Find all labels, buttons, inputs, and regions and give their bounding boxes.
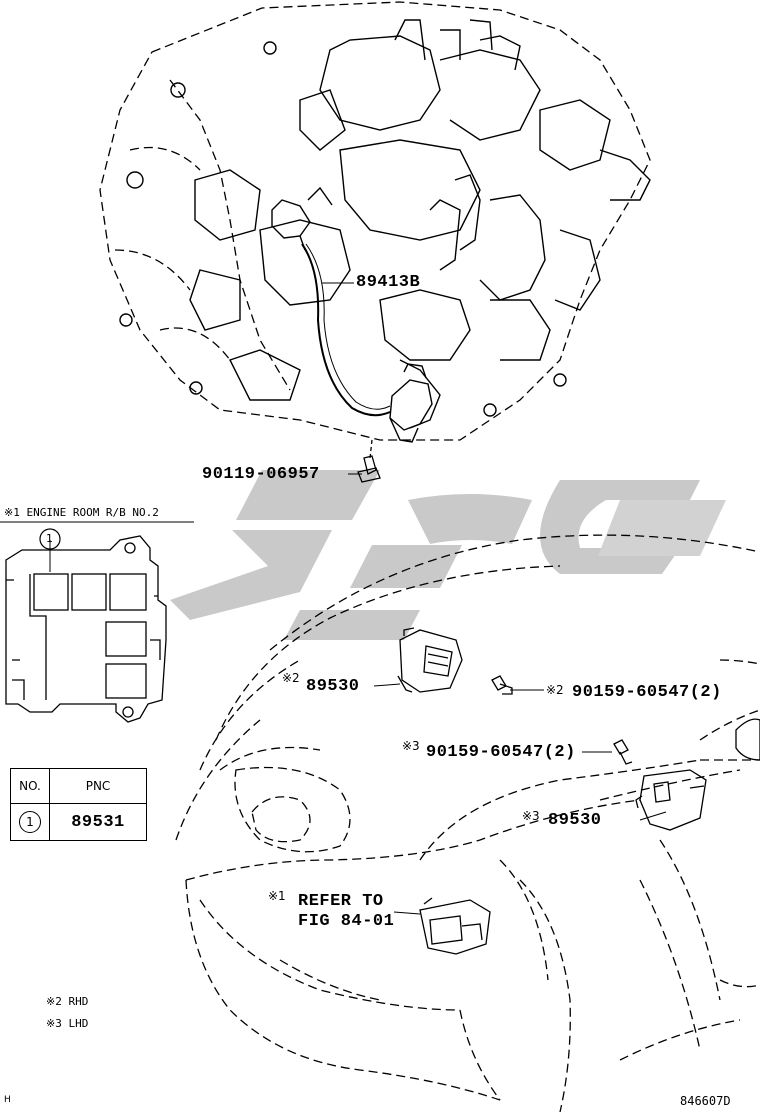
pnc-header-pnc: PNC [49,768,147,804]
vehicle-body-drawing [175,534,760,1112]
callout-refer-line2: FIG 84-01 [298,912,395,931]
ecu-rhd-drawing [397,627,463,693]
relay-box-drawing [0,521,194,723]
pnc-row-pnc: 89531 [49,803,147,841]
pnc-table: NO. PNC 1 89531 [10,768,147,841]
speed-sensor-drawing [271,199,433,443]
relay-box-title: ※1 ENGINE ROOM R/B NO.2 [4,506,159,519]
corner-mark: H [4,1095,11,1105]
bolt-rhd-drawing [491,675,513,695]
callout-refer-mark: ※1 [268,889,286,903]
legend-rhd: ※2 RHD [46,995,89,1008]
callout-ecu-lhd-mark: ※3 [522,809,540,823]
relay-block-drawing [419,897,491,955]
pnc-row-no: 1 [10,803,50,841]
callout-bolt-rhd: 90159-60547(2) [572,683,722,702]
bolt-90119-drawing [357,439,381,483]
callout-refer-line1: REFER TO [298,892,384,911]
watermark-logo [170,470,726,640]
callout-bolt-rhd-mark: ※2 [546,683,564,697]
callout-ecu-rhd: 89530 [306,677,360,696]
ecu-lhd-drawing [635,769,707,831]
bolt-lhd-drawing [613,739,633,765]
pnc-row-no-circle: 1 [19,811,41,833]
callout-ecu-rhd-mark: ※2 [282,671,300,685]
pnc-header-no: NO. [10,768,50,804]
relay-callout-circle [39,528,61,550]
relay-box-callout-number: 1 [46,532,53,545]
vehicle-mirror-drawing [735,718,760,761]
legend-lhd: ※3 LHD [46,1017,89,1030]
callout-bolt-lhd-mark: ※3 [402,739,420,753]
callout-bolt-lhd: 90159-60547(2) [426,743,576,762]
transmission-drawing [99,1,651,441]
callout-ecu-lhd: 89530 [548,811,602,830]
figure-id: 846607D [680,1094,731,1108]
leader-lines [49,282,667,915]
callout-90119-06957: 90119-06957 [202,465,320,484]
callout-89413b: 89413B [356,273,421,292]
transmission-solid-lines [119,19,651,429]
